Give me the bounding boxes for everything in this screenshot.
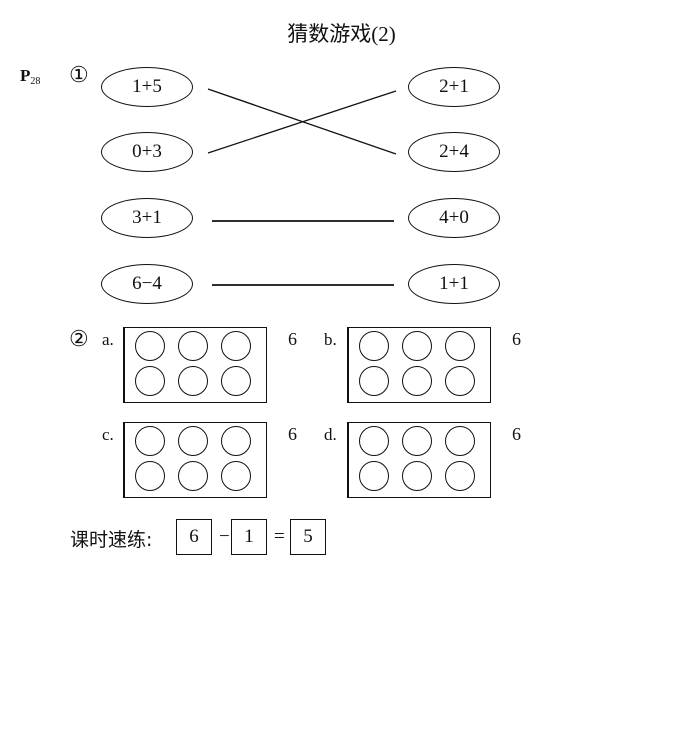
left-expression-1[interactable]: 1+5 — [101, 67, 193, 107]
circle — [359, 331, 389, 361]
option-c-box[interactable] — [123, 422, 267, 498]
page-title: 猜数游戏(2) — [287, 22, 396, 46]
right-expression-2[interactable]: 2+4 — [408, 132, 500, 172]
drill-operand-b[interactable]: 1 — [231, 519, 267, 555]
drill-operator: − — [219, 526, 230, 547]
circle — [221, 366, 251, 396]
option-a-number: 6 — [288, 329, 297, 349]
circle — [135, 426, 165, 456]
circle — [402, 366, 432, 396]
circle — [359, 366, 389, 396]
left-expression-4[interactable]: 6−4 — [101, 264, 193, 304]
circle — [445, 426, 475, 456]
drill-equals: = — [274, 526, 285, 547]
option-b-box[interactable] — [347, 327, 491, 403]
circle — [402, 331, 432, 361]
circle — [178, 426, 208, 456]
right-expression-4[interactable]: 1+1 — [408, 264, 500, 304]
option-c-number: 6 — [288, 424, 297, 444]
option-d-label: d. — [324, 425, 337, 444]
circle — [221, 426, 251, 456]
right-expression-1[interactable]: 2+1 — [408, 67, 500, 107]
circle — [178, 331, 208, 361]
circle — [221, 461, 251, 491]
circle — [445, 461, 475, 491]
drill-operand-a[interactable]: 6 — [176, 519, 212, 555]
page-reference: P28 — [20, 66, 41, 87]
drill-label: 课时速练: — [70, 529, 153, 551]
option-b-number: 6 — [512, 329, 521, 349]
question-1-marker: ① — [69, 62, 89, 87]
right-expression-3[interactable]: 4+0 — [408, 198, 500, 238]
circle — [221, 331, 251, 361]
circle — [135, 461, 165, 491]
drill-result[interactable]: 5 — [290, 519, 326, 555]
option-a-box[interactable] — [123, 327, 267, 403]
option-d-number: 6 — [512, 424, 521, 444]
option-c-label: c. — [102, 425, 114, 444]
match-line-1 — [207, 88, 397, 155]
circle — [445, 366, 475, 396]
left-expression-2[interactable]: 0+3 — [101, 132, 193, 172]
match-line-2 — [207, 90, 397, 154]
circle — [445, 331, 475, 361]
circle — [135, 366, 165, 396]
circle — [359, 461, 389, 491]
circle — [178, 366, 208, 396]
circle — [402, 461, 432, 491]
circle — [359, 426, 389, 456]
option-b-label: b. — [324, 330, 337, 349]
circle — [178, 461, 208, 491]
circle — [135, 331, 165, 361]
question-2-marker: ② — [69, 326, 89, 351]
option-d-box[interactable] — [347, 422, 491, 498]
circle — [402, 426, 432, 456]
option-a-label: a. — [102, 330, 114, 349]
left-expression-3[interactable]: 3+1 — [101, 198, 193, 238]
